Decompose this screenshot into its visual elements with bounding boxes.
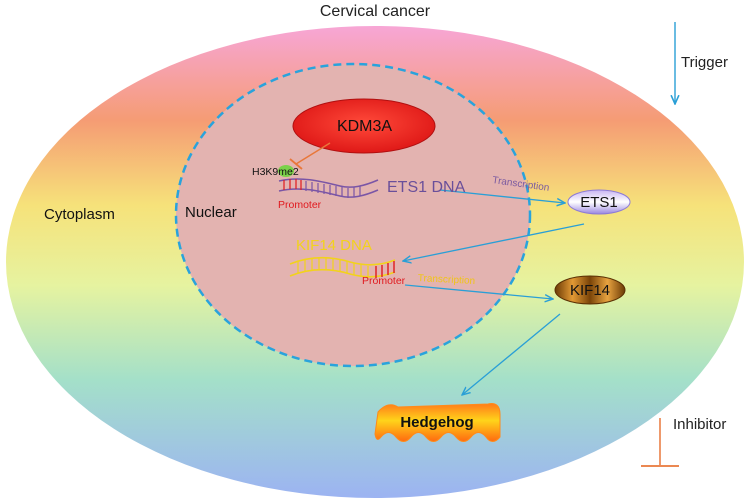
ets1-dna-label: ETS1 DNA (387, 179, 466, 196)
ets1-protein-label: ETS1 (580, 194, 618, 211)
kif14-dna-strand (289, 256, 396, 278)
ets1-dna-strand (278, 178, 379, 198)
kdm3a-inhibition-line (295, 142, 331, 165)
ets1-to-kif14dna-arrow (403, 223, 585, 261)
h3k9me2-label: H3K9me2 (252, 166, 299, 178)
transcription-kif14-arrow (404, 284, 553, 299)
kdm3a-inhibition-bar (289, 158, 303, 170)
kdm3a-oval (292, 98, 436, 154)
diagram-title: Cervical cancer (319, 3, 431, 20)
nucleus (174, 62, 532, 368)
hedgehog-shape (374, 403, 501, 442)
kdm3a-label: KDM3A (336, 118, 393, 135)
ets1-oval (567, 189, 631, 215)
kif14-protein-label: KIF14 (569, 282, 611, 299)
kif14-dna-label: KIF14 DNA (296, 237, 372, 254)
kif14-to-hedgehog-arrow (462, 313, 561, 395)
cytoplasm-label: Cytoplasm (44, 206, 115, 223)
ets1-promoter-label: Promoter (278, 199, 322, 211)
nucleus-label: Nuclear (185, 204, 237, 221)
kif14-oval (554, 275, 626, 305)
inhibitor-legend-label: Inhibitor (673, 416, 727, 433)
transcription-ets1-arrow (439, 189, 565, 203)
hedgehog-label: Hedgehog (400, 414, 474, 431)
kif14-promoter-label: Promoter (362, 275, 406, 287)
h3k9me2-mark (278, 165, 294, 177)
trigger-legend-label: Trigger (681, 54, 728, 71)
